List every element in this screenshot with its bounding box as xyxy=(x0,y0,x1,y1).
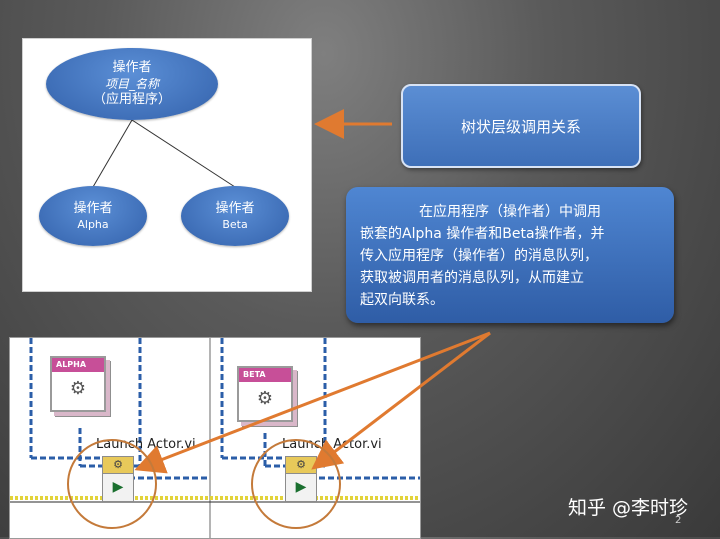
gear-icon: ⚙ xyxy=(256,388,274,409)
page-number: 2 xyxy=(675,515,682,526)
launch-actor-vi-alpha[interactable]: ⚙ ▶ xyxy=(102,456,134,502)
alpha-actor-node: 操作者 Alpha xyxy=(39,186,147,246)
launch-actor-vi-beta[interactable]: ⚙ ▶ xyxy=(285,456,317,502)
launch-actor-label-alpha: Launch Actor.vi xyxy=(96,437,196,452)
callout-line-1: 在应用程序（操作者）中调用 xyxy=(419,204,601,220)
connector-root-beta xyxy=(131,119,236,188)
gear-icon: ⚙ xyxy=(103,457,133,474)
callout-line-5: 起双向联系。 xyxy=(360,292,444,308)
hierarchy-label-box: 树状层级调用关系 xyxy=(401,84,641,168)
callout-line-2: 嵌套的Alpha 操作者和Beta操作者，并 xyxy=(360,226,605,242)
beta-actor-constant-icon[interactable]: BETA ⚙ xyxy=(237,366,293,422)
gear-icon: ⚙ xyxy=(286,457,316,474)
tree-diagram-panel: 操作者 项目_名称 （应用程序） 操作者 Alpha 操作者 Beta xyxy=(22,38,312,292)
run-arrow-icon: ▶ xyxy=(112,479,124,495)
alpha-icon-label: ALPHA xyxy=(52,358,104,372)
root-node-title: 操作者 xyxy=(112,60,152,75)
root-node-app-label: （应用程序） xyxy=(92,92,171,107)
callout-line-3: 传入应用程序（操作者）的消息队列， xyxy=(360,248,598,264)
alpha-node-name: Alpha xyxy=(77,217,109,231)
connector-root-alpha xyxy=(92,119,133,188)
root-actor-node: 操作者 项目_名称 （应用程序） xyxy=(46,48,218,120)
hierarchy-label-text: 树状层级调用关系 xyxy=(460,117,581,136)
labview-block-diagram: ALPHA ⚙ BETA ⚙ Launch Actor.vi Launch Ac… xyxy=(9,337,421,539)
run-arrow-icon: ▶ xyxy=(295,479,307,495)
launch-actor-label-beta: Launch Actor.vi xyxy=(282,437,382,452)
alpha-node-title: 操作者 xyxy=(73,200,113,216)
gear-icon: ⚙ xyxy=(69,378,87,399)
tree-connectors xyxy=(92,119,236,188)
watermark: 知乎 @李时珍 xyxy=(568,497,689,519)
beta-icon-label: BETA xyxy=(239,368,291,382)
callout-line-4: 获取被调用者的消息队列，从而建立 xyxy=(360,270,584,286)
beta-node-title: 操作者 xyxy=(215,200,255,216)
beta-actor-node: 操作者 Beta xyxy=(181,186,289,246)
root-node-project-name: 项目_名称 xyxy=(104,77,159,91)
alpha-actor-constant-icon[interactable]: ALPHA ⚙ xyxy=(50,356,106,412)
callout-box: 在应用程序（操作者）中调用 嵌套的Alpha 操作者和Beta操作者，并 传入应… xyxy=(346,187,674,323)
beta-node-name: Beta xyxy=(222,217,248,231)
